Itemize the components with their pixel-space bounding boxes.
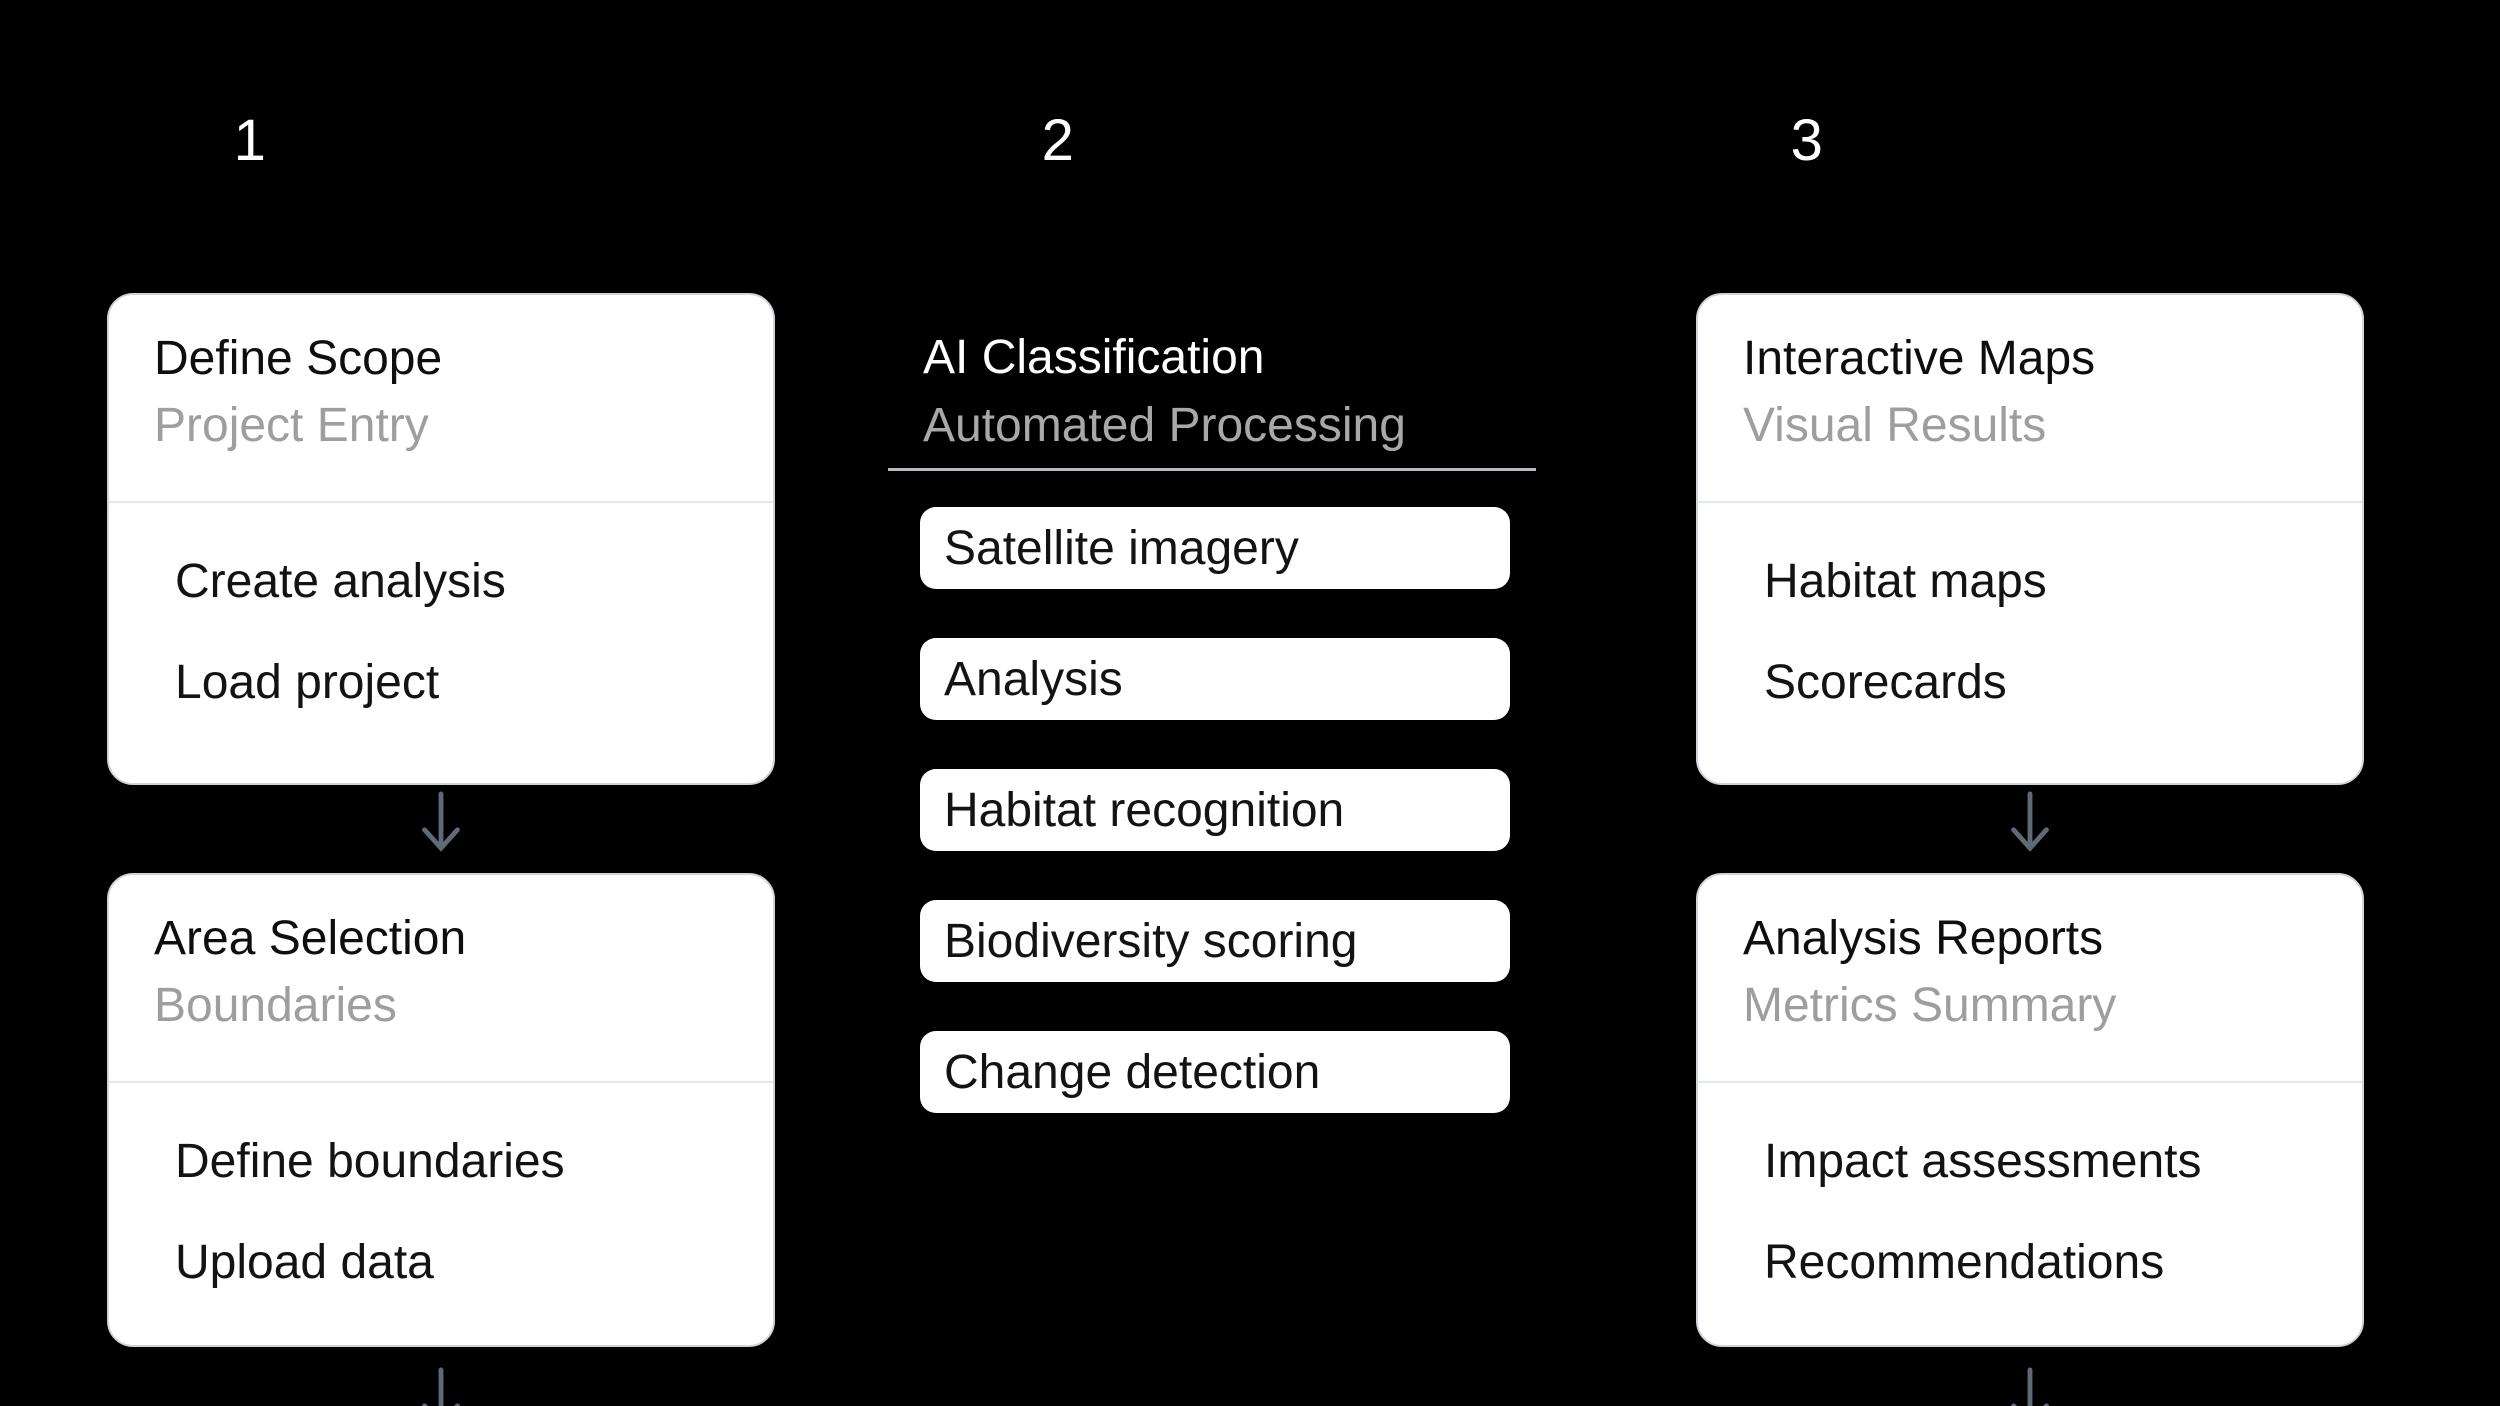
pill-analysis: Analysis	[920, 638, 1510, 720]
list-item: Recommendations	[1764, 1236, 2165, 1289]
card-title: Define Scope	[154, 332, 443, 385]
card-subtitle: Visual Results	[1743, 399, 2047, 452]
card-subtitle: Boundaries	[154, 979, 397, 1032]
card-define-scope: Define Scope Project Entry Create analys…	[107, 293, 775, 785]
card-divider	[1698, 501, 2362, 503]
list-item: Upload data	[175, 1236, 434, 1289]
arrow-down-icon	[2008, 791, 2052, 853]
card-title: Interactive Maps	[1743, 332, 2096, 385]
card-subtitle: Metrics Summary	[1743, 979, 2117, 1032]
card-analysis-reports: Analysis Reports Metrics Summary Impact …	[1696, 873, 2364, 1347]
step-number-1: 1	[233, 108, 267, 173]
card-title: Area Selection	[154, 912, 467, 965]
card-interactive-maps: Interactive Maps Visual Results Habitat …	[1696, 293, 2364, 785]
card-area-selection: Area Selection Boundaries Define boundar…	[107, 873, 775, 1347]
pill-biodiversity-scoring: Biodiversity scoring	[920, 900, 1510, 982]
step-number-2: 2	[1041, 108, 1075, 173]
pill-change-detection: Change detection	[920, 1031, 1510, 1113]
card-divider	[1698, 1081, 2362, 1083]
section-title: AI Classification	[923, 331, 1265, 384]
card-title: Analysis Reports	[1743, 912, 2104, 965]
card-item-list: Define boundaries Upload data	[175, 1131, 565, 1294]
card-item-list: Create analysis Load project	[175, 551, 506, 714]
list-item: Define boundaries	[175, 1135, 565, 1188]
list-item: Impact assessments	[1764, 1135, 2202, 1188]
arrow-down-icon	[2008, 1367, 2052, 1406]
card-divider	[109, 501, 773, 503]
ai-classification-header: AI Classification Automated Processing	[923, 324, 1406, 460]
arrow-down-icon	[419, 791, 463, 853]
section-underline	[888, 468, 1536, 471]
list-item: Scorecards	[1764, 656, 2007, 709]
pill-habitat-recognition: Habitat recognition	[920, 769, 1510, 851]
card-divider	[109, 1081, 773, 1083]
section-subtitle: Automated Processing	[923, 399, 1406, 452]
processing-pill-list: Satellite imagery Analysis Habitat recog…	[920, 507, 1510, 1113]
card-subtitle: Project Entry	[154, 399, 429, 452]
list-item: Load project	[175, 656, 440, 709]
pill-satellite-imagery: Satellite imagery	[920, 507, 1510, 589]
list-item: Habitat maps	[1764, 555, 2047, 608]
card-item-list: Habitat maps Scorecards	[1764, 551, 2047, 714]
arrow-down-icon	[419, 1367, 463, 1406]
step-number-3: 3	[1790, 108, 1824, 173]
card-item-list: Impact assessments Recommendations	[1764, 1131, 2201, 1294]
list-item: Create analysis	[175, 555, 506, 608]
